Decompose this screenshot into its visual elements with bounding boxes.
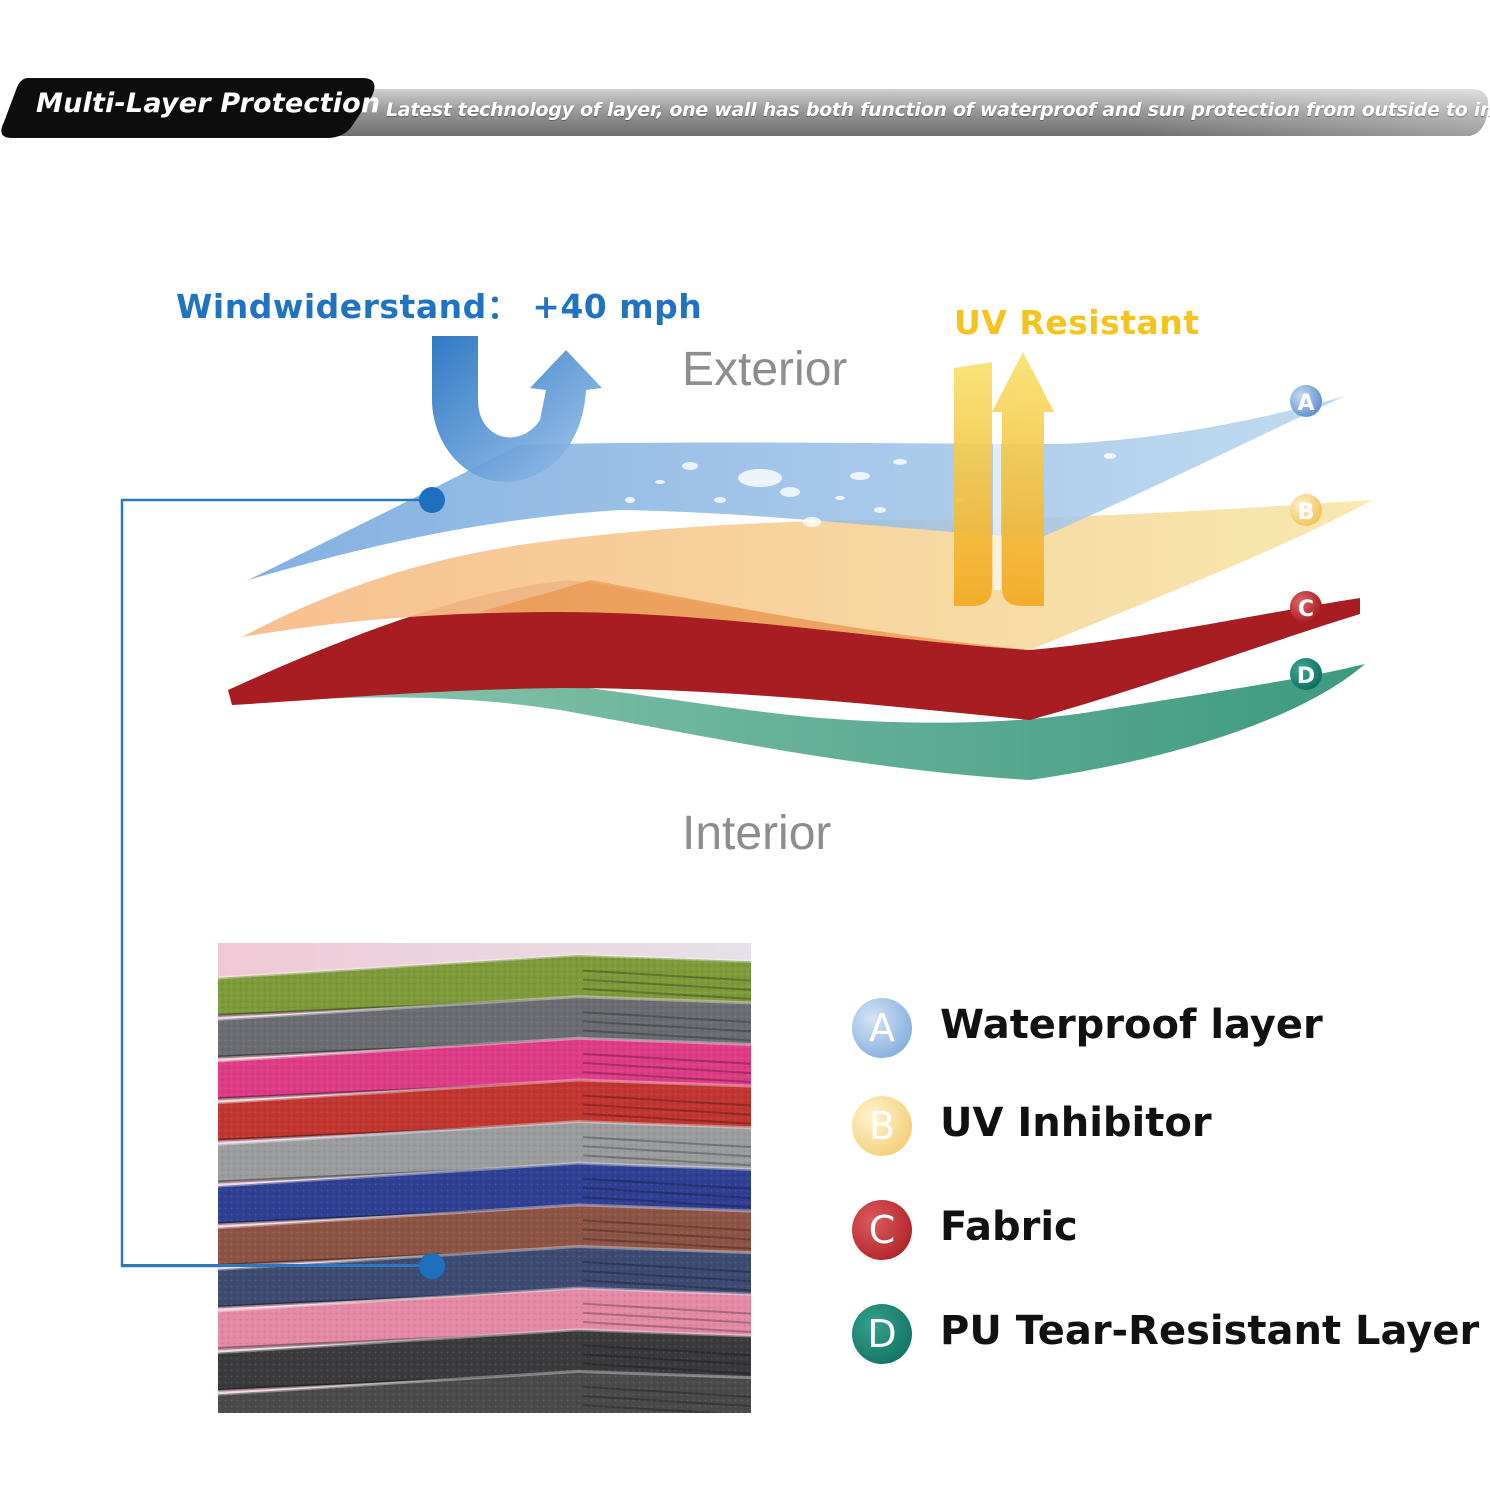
svg-text:A: A [1297,391,1314,416]
header-banner [0,76,1490,140]
interior-label: Interior [682,807,832,860]
exterior-label: Exterior [682,343,848,396]
legend-label-a: Waterproof layer [940,1002,1323,1048]
legend-badge-c: C [852,1200,912,1260]
legend-badge-d: D [852,1304,912,1364]
svg-text:C: C [1298,597,1314,622]
legend-label-b: UV Inhibitor [940,1100,1212,1146]
layer-b-sheet [242,500,1372,650]
uv-arrow-icon [954,352,1054,606]
layer-a-sheet [248,396,1345,580]
fabric-fold [218,1369,751,1413]
layer-marker-a: A [1290,385,1322,417]
wind-arrow-icon [432,336,602,482]
fabric-stack-image [218,943,751,1413]
banner-title: Multi-Layer Protection [36,88,381,119]
layer-marker-d: D [1290,658,1322,690]
uv-resistant-label: UV Resistant [954,303,1200,342]
svg-text:D: D [1297,664,1315,689]
connector-line-photo-segment [122,1264,432,1267]
legend-label-d: PU Tear-Resistant Layer [940,1308,1480,1354]
water-droplets [625,453,1116,527]
layer-c-sheet [228,580,1360,720]
legend-label-c: Fabric [940,1204,1078,1250]
banner-shape [1,78,1489,138]
banner-subtitle: Latest technology of layer, one wall has… [386,99,1490,121]
connector-dot-photo [419,1253,445,1279]
fabric-stack-photo [218,943,751,1413]
svg-text:B: B [1298,500,1315,525]
layer-marker-c: C [1290,591,1322,623]
legend-badge-a: A [852,998,912,1058]
wind-resistance-label: Windwiderstand： +40 mph [176,287,703,326]
layer-d-sheet [232,664,1365,780]
legend-badge-b: B [852,1096,912,1156]
layer-marker-b: B [1290,494,1322,526]
